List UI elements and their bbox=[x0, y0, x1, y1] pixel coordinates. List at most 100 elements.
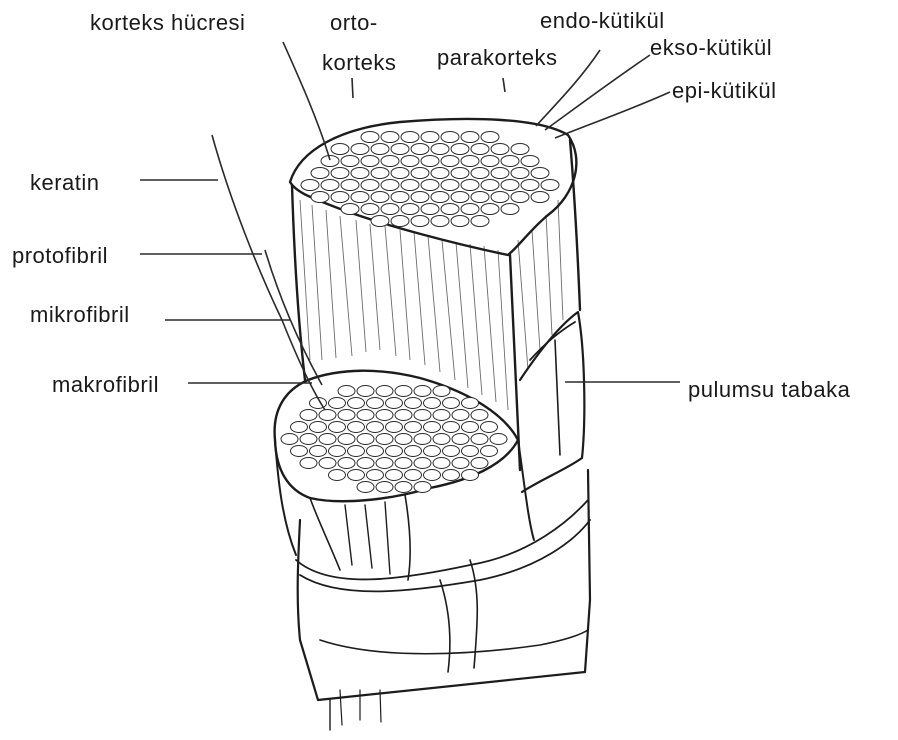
cortex-cell bbox=[395, 482, 412, 493]
cortex-cell bbox=[301, 180, 319, 191]
cortex-cell bbox=[421, 132, 439, 143]
leader-parakorteks bbox=[503, 78, 505, 92]
label-protofibril: protofibril bbox=[12, 243, 108, 268]
cortex-cell bbox=[441, 204, 459, 215]
cortex-cell bbox=[376, 482, 393, 493]
cortex-cell bbox=[451, 192, 469, 203]
cortex-cell bbox=[371, 216, 389, 227]
cortex-cell bbox=[329, 422, 346, 433]
cortex-cell bbox=[414, 386, 431, 397]
cortex-cell bbox=[531, 192, 549, 203]
cortex-cell bbox=[481, 204, 499, 215]
cortex-cell bbox=[431, 216, 449, 227]
cortex-cell bbox=[511, 192, 529, 203]
cortex-cell bbox=[361, 156, 379, 167]
cortex-cell bbox=[338, 458, 355, 469]
cortex-cell bbox=[376, 410, 393, 421]
cortex-cell bbox=[381, 180, 399, 191]
cortex-cell bbox=[371, 144, 389, 155]
cortex-cell bbox=[462, 470, 479, 481]
cortex-cell bbox=[405, 470, 422, 481]
cortex-cell bbox=[338, 386, 355, 397]
cortex-cell bbox=[405, 398, 422, 409]
label-ekso-kutikul: ekso-kütikül bbox=[650, 35, 772, 60]
cortex-cell bbox=[414, 458, 431, 469]
cortex-cell bbox=[511, 144, 529, 155]
label-mikrofibril: mikrofibril bbox=[30, 302, 130, 327]
cortex-cell bbox=[357, 386, 374, 397]
cortex-cell bbox=[331, 168, 349, 179]
cortex-cell bbox=[424, 398, 441, 409]
cortex-cell bbox=[481, 180, 499, 191]
leader-ekso-kutikul bbox=[545, 55, 650, 130]
cortex-cell bbox=[401, 180, 419, 191]
lower-macrofibril-cells bbox=[281, 386, 507, 493]
cortex-cell bbox=[441, 132, 459, 143]
cortex-cell bbox=[319, 458, 336, 469]
cortex-cell bbox=[433, 410, 450, 421]
cortex-cell bbox=[391, 144, 409, 155]
cortex-cell bbox=[501, 156, 519, 167]
top-cortex-cells bbox=[301, 132, 559, 227]
cortex-cell bbox=[481, 156, 499, 167]
cortex-cell bbox=[361, 180, 379, 191]
cortex-cell bbox=[351, 144, 369, 155]
cortex-cell bbox=[371, 192, 389, 203]
cortex-cell bbox=[491, 168, 509, 179]
cortex-cell bbox=[411, 168, 429, 179]
cortex-cell bbox=[351, 192, 369, 203]
cortex-cell bbox=[481, 132, 499, 143]
cortex-cell bbox=[371, 168, 389, 179]
cortex-cell bbox=[401, 156, 419, 167]
cortex-cell bbox=[367, 470, 384, 481]
cortex-cell bbox=[431, 192, 449, 203]
cortex-cell bbox=[443, 398, 460, 409]
cortex-cell bbox=[357, 410, 374, 421]
cortex-cell bbox=[491, 192, 509, 203]
cortex-cell bbox=[351, 168, 369, 179]
leader-keratin-fiber bbox=[212, 135, 325, 410]
cortex-cell bbox=[452, 410, 469, 421]
cortex-cell bbox=[424, 470, 441, 481]
cortex-cell bbox=[471, 458, 488, 469]
cortex-cell bbox=[471, 168, 489, 179]
cortex-cell bbox=[411, 216, 429, 227]
label-parakorteks: parakorteks bbox=[437, 45, 557, 70]
cortex-cell bbox=[281, 434, 298, 445]
cortex-cell bbox=[367, 398, 384, 409]
cortex-cell bbox=[443, 470, 460, 481]
cortex-cell bbox=[329, 470, 346, 481]
cortex-cell bbox=[471, 216, 489, 227]
cortex-cell bbox=[443, 446, 460, 457]
cortex-cell bbox=[391, 192, 409, 203]
cortex-cell bbox=[361, 204, 379, 215]
cortex-cell bbox=[338, 410, 355, 421]
cortex-cell bbox=[414, 434, 431, 445]
cortex-cell bbox=[311, 168, 329, 179]
cortex-cell bbox=[386, 398, 403, 409]
cortex-cell bbox=[452, 458, 469, 469]
cortex-cell bbox=[376, 386, 393, 397]
cortex-cell bbox=[331, 192, 349, 203]
cortex-cell bbox=[471, 144, 489, 155]
cortex-cell bbox=[411, 144, 429, 155]
cortex-cell bbox=[361, 132, 379, 143]
cortex-cell bbox=[331, 144, 349, 155]
cortex-cell bbox=[321, 156, 339, 167]
label-epi-kutikul: epi-kütikül bbox=[672, 78, 777, 103]
cortex-cell bbox=[291, 422, 308, 433]
cortex-cell bbox=[414, 410, 431, 421]
cortex-cell bbox=[395, 410, 412, 421]
label-keratin: keratin bbox=[30, 170, 100, 195]
cortex-cell bbox=[481, 422, 498, 433]
cortex-cell bbox=[300, 458, 317, 469]
cortex-cell bbox=[395, 434, 412, 445]
cortex-cell bbox=[451, 168, 469, 179]
cortex-cell bbox=[386, 422, 403, 433]
cortex-cell bbox=[395, 458, 412, 469]
cortex-cell bbox=[386, 470, 403, 481]
cortex-cell bbox=[395, 386, 412, 397]
cortex-cell bbox=[421, 180, 439, 191]
cortex-cell bbox=[367, 422, 384, 433]
